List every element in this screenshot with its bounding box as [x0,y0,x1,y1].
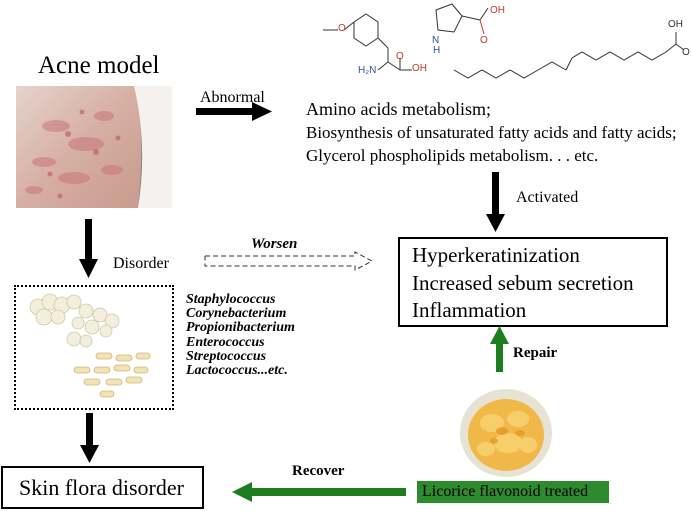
metabolism-line-3: Glycerol phospholipids metabolism. . . e… [306,146,599,165]
label-acid-o: O [396,51,404,62]
bacterium-staphylococcus: Staphylococcus [186,292,276,307]
bacterium-corynebacterium: Corynebacterium [186,306,287,321]
label-amine: H₂N [358,65,377,76]
bacterium-enterococcus: Enterococcus [186,335,265,350]
repair-label: Repair [513,345,558,361]
treatment-label-box: Licorice flavonoid treated [417,481,609,503]
recover-label: Recover [292,463,345,479]
label-proline-n: N [432,35,440,46]
label-fatty-acid-o: O [682,47,690,58]
licorice-cream-photo [458,383,554,479]
bacterium-propionibacterium: Propionibacterium [186,320,295,335]
activated-label: Activated [516,189,579,206]
label-fatty-acid-oh: OH [668,19,683,30]
symptom-sebum-secretion: Increased sebum secretion [412,271,634,295]
worsen-arrow [204,251,374,271]
abnormal-label: Abnormal [200,89,265,106]
label-proline-oh: OH [490,5,505,16]
skin-flora-disorder-label: Skin flora disorder [19,475,184,500]
symptom-inflammation: Inflammation [412,298,527,322]
treatment-label: Licorice flavonoid treated [422,483,589,500]
bacteria-illustration-box [14,285,174,410]
abnormal-arrow [196,102,272,121]
flora-disorder-arrow [80,413,99,463]
metabolism-line-2: Biosynthesis of unsaturated fatty acids … [306,123,677,142]
skin-flora-disorder-box: Skin flora disorder [1,466,204,509]
bacterium-lactococcus: Lactococcus...etc. [186,363,288,378]
label-proline-o: O [480,35,488,46]
recover-arrow [232,482,406,502]
symptoms-box: Hyperkeratinization Increased sebum secr… [398,237,668,327]
acne-skin-photo [16,86,172,208]
metabolite-structures: O H₂N O OH N H OH O OH O [318,0,692,98]
worsen-label: Worsen [251,236,298,252]
acne-model-title: Acne model [38,52,160,79]
bacterium-streptococcus: Streptococcus [186,349,267,364]
label-acid-oh: OH [412,63,427,74]
activated-arrow [486,172,505,232]
label-proline-h: H [433,45,441,56]
repair-arrow [490,326,509,372]
label-methoxy-o: O [338,23,346,34]
disorder-label: Disorder [113,255,169,272]
symptom-hyperkeratinization: Hyperkeratinization [412,243,580,267]
disorder-arrow [79,219,98,278]
metabolism-line-1: Amino acids metabolism; [306,99,491,119]
